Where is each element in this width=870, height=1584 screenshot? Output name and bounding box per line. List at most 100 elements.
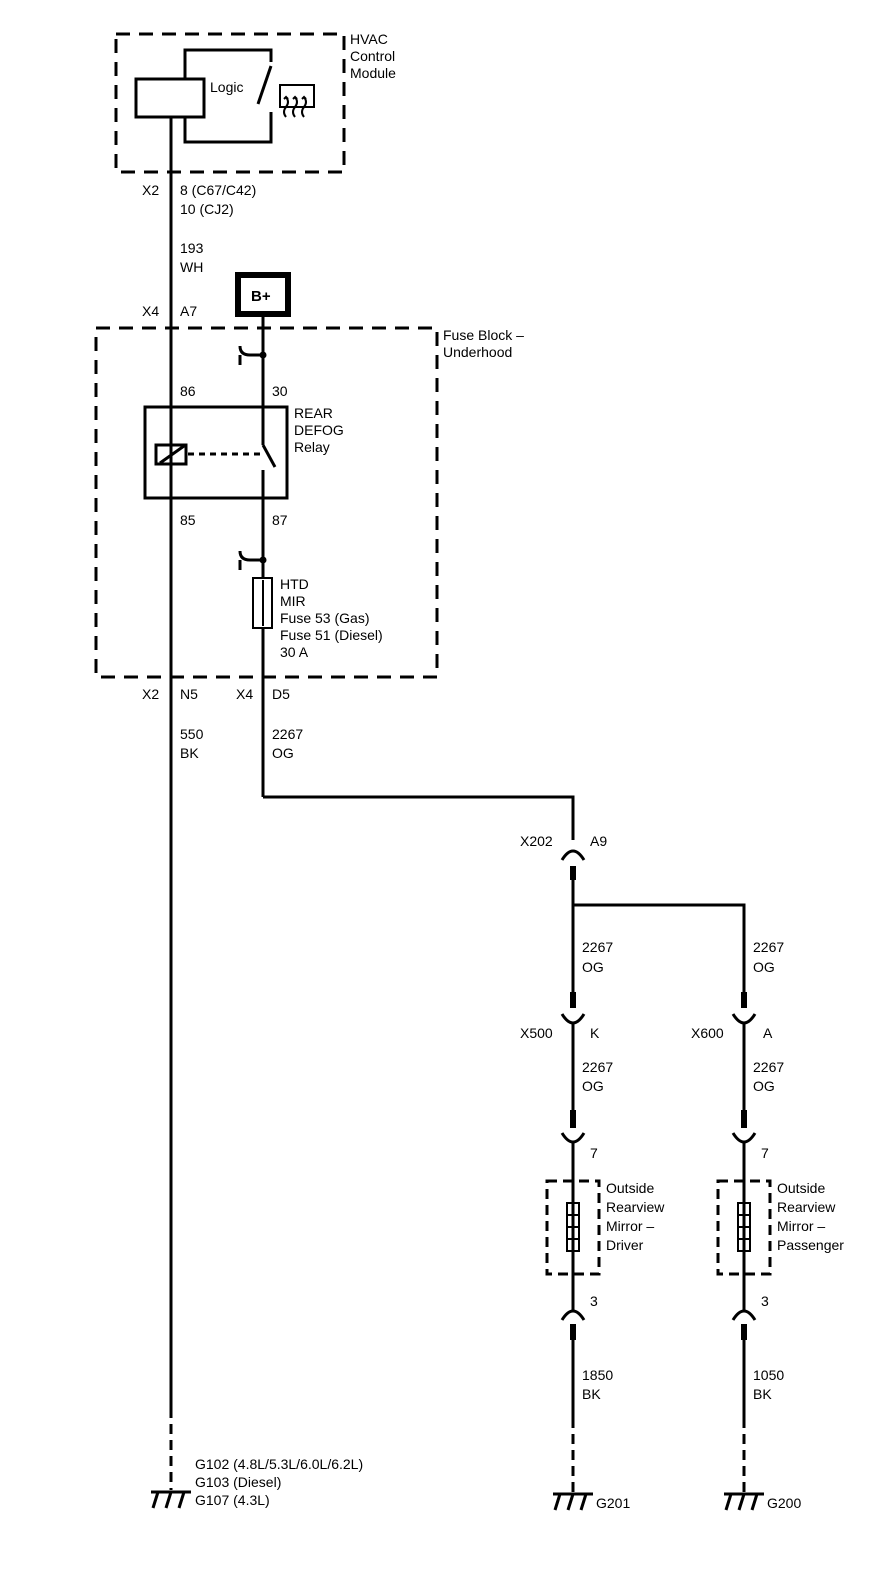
n5-pin: N5	[180, 686, 198, 702]
x4-d5-connector: X4	[236, 686, 253, 702]
passenger-ground-circuit: 1050	[753, 1367, 784, 1383]
passenger-mirror-box	[716, 1179, 772, 1276]
d5-pin: D5	[272, 686, 290, 702]
hvac-module-label-2: Control	[350, 48, 395, 64]
driver-mirror-label-1: Outside	[606, 1180, 654, 1196]
passenger-wire-mid-circuit: 2267	[753, 1059, 784, 1075]
passenger-pin7-connector-icon	[731, 1132, 757, 1144]
x500-connector-label: X500	[520, 1025, 553, 1041]
driver-pin3-connector-icon	[560, 1309, 586, 1321]
left-ground-label-2: G103 (Diesel)	[195, 1474, 281, 1490]
battery-positive-box: B+	[235, 272, 291, 317]
x600-pin-label: A	[763, 1025, 773, 1041]
fuse-block-border	[94, 326, 439, 679]
fuse-block-label-1: Fuse Block –	[443, 327, 524, 343]
wire-branch-split	[571, 880, 746, 992]
hvac-driver-box	[134, 77, 206, 119]
driver-wire-top-color: OG	[582, 959, 604, 975]
hvac-module-label-3: Module	[350, 65, 396, 81]
driver-ground-color: BK	[582, 1386, 601, 1402]
driver-mirror-label-4: Driver	[606, 1237, 644, 1253]
passenger-pin7-label: 7	[761, 1145, 769, 1161]
x4-a7-pin: A7	[180, 303, 197, 319]
relay-label-3: Relay	[294, 439, 330, 455]
x2-connector-label: X2	[142, 182, 159, 198]
driver-pin7-label: 7	[590, 1145, 598, 1161]
wire-2267-color: OG	[272, 745, 294, 761]
wire-550-circuit: 550	[180, 726, 204, 742]
left-ground-label-1: G102 (4.8L/5.3L/6.0L/6.2L)	[195, 1456, 363, 1472]
wire-2267-circuit: 2267	[272, 726, 303, 742]
relay-pin-87: 87	[272, 512, 288, 528]
passenger-pin3-label: 3	[761, 1293, 769, 1309]
passenger-pin3-connector-icon	[731, 1309, 757, 1321]
relay-label-1: REAR	[294, 405, 333, 421]
x202-connector-label: X202	[520, 833, 553, 849]
x202-connector-icon	[560, 849, 586, 880]
hvac-logic-bottom-line	[183, 112, 273, 144]
relay-switch-contact	[261, 444, 277, 468]
splice-stub-lower	[238, 550, 267, 570]
fuse-label-4: Fuse 51 (Diesel)	[280, 627, 383, 643]
driver-mirror-label-2: Rearview	[606, 1199, 665, 1215]
fuse-block-underhood: Fuse Block – Underhood REAR DEFOG Relay …	[94, 314, 524, 797]
relay-pin-30: 30	[272, 383, 288, 399]
relay-pin-86: 86	[180, 383, 196, 399]
fuse-label-1: HTD	[280, 576, 309, 592]
x4-a7-connector: X4	[142, 303, 159, 319]
driver-wire-top-circuit: 2267	[582, 939, 613, 955]
wire-550-color: BK	[180, 745, 199, 761]
x202-pin-label: A9	[590, 833, 607, 849]
x500-connector-icon	[560, 1013, 586, 1025]
passenger-wire-top-circuit: 2267	[753, 939, 784, 955]
x600-connector-icon	[731, 1013, 757, 1025]
relay-pin-85: 85	[180, 512, 196, 528]
g200-ground-icon	[724, 1492, 764, 1511]
passenger-mirror-heater-icon	[737, 1202, 751, 1252]
passenger-wire-top-color: OG	[753, 959, 775, 975]
passenger-ground-color: BK	[753, 1386, 772, 1402]
fuse-label-2: MIR	[280, 593, 306, 609]
driver-wire-mid-circuit: 2267	[582, 1059, 613, 1075]
passenger-wire-mid-color: OG	[753, 1078, 775, 1094]
left-ground-icon	[151, 1490, 191, 1509]
fuse-label-5: 30 A	[280, 644, 309, 660]
relay-label-2: DEFOG	[294, 422, 344, 438]
rear-defog-grid-icon	[279, 84, 315, 118]
hvac-logic-top-line	[183, 48, 273, 79]
driver-branch: 2267 OG X500 K 2267 OG 7 Outside Rearvie…	[520, 939, 665, 1511]
battery-label: B+	[251, 288, 271, 305]
hvac-module-border	[114, 32, 346, 174]
hvac-logic-label: Logic	[210, 79, 243, 95]
left-ground-label-3: G107 (4.3L)	[195, 1492, 270, 1508]
driver-mirror-label-3: Mirror –	[606, 1218, 654, 1234]
htd-mir-fuse-icon	[252, 577, 273, 629]
left-ground: G102 (4.8L/5.3L/6.0L/6.2L) G103 (Diesel)…	[151, 1456, 363, 1509]
x2-n5-connector: X2	[142, 686, 159, 702]
g201-label: G201	[596, 1495, 630, 1511]
driver-pin3-label: 3	[590, 1293, 598, 1309]
passenger-mirror-label-4: Passenger	[777, 1237, 844, 1253]
passenger-mirror-label-3: Mirror –	[777, 1218, 825, 1234]
wire-193-color: WH	[180, 259, 203, 275]
splice-stub-upper	[238, 345, 267, 365]
g201-ground-icon	[553, 1492, 593, 1511]
passenger-branch: 2267 OG X600 A 2267 OG 7 Outside Rearvie…	[691, 939, 844, 1511]
passenger-mirror-label-2: Rearview	[777, 1199, 836, 1215]
driver-pin7-connector-icon	[560, 1132, 586, 1144]
x500-pin-label: K	[590, 1025, 600, 1041]
g200-label: G200	[767, 1495, 801, 1511]
rear-defog-relay-box	[143, 405, 289, 500]
hvac-pin-line-1: 8 (C67/C42)	[180, 182, 256, 198]
driver-mirror-heater-icon	[566, 1202, 580, 1252]
relay-coil-icon	[154, 443, 188, 466]
hvac-pin-line-2: 10 (CJ2)	[180, 201, 234, 217]
driver-ground-circuit: 1850	[582, 1367, 613, 1383]
passenger-mirror-label-1: Outside	[777, 1180, 825, 1196]
fuse-label-3: Fuse 53 (Gas)	[280, 610, 369, 626]
hvac-control-module: Logic HVAC Control Module	[114, 31, 396, 174]
hvac-logic-switch	[256, 65, 273, 105]
hvac-module-label-1: HVAC	[350, 31, 388, 47]
driver-wire-mid-color: OG	[582, 1078, 604, 1094]
